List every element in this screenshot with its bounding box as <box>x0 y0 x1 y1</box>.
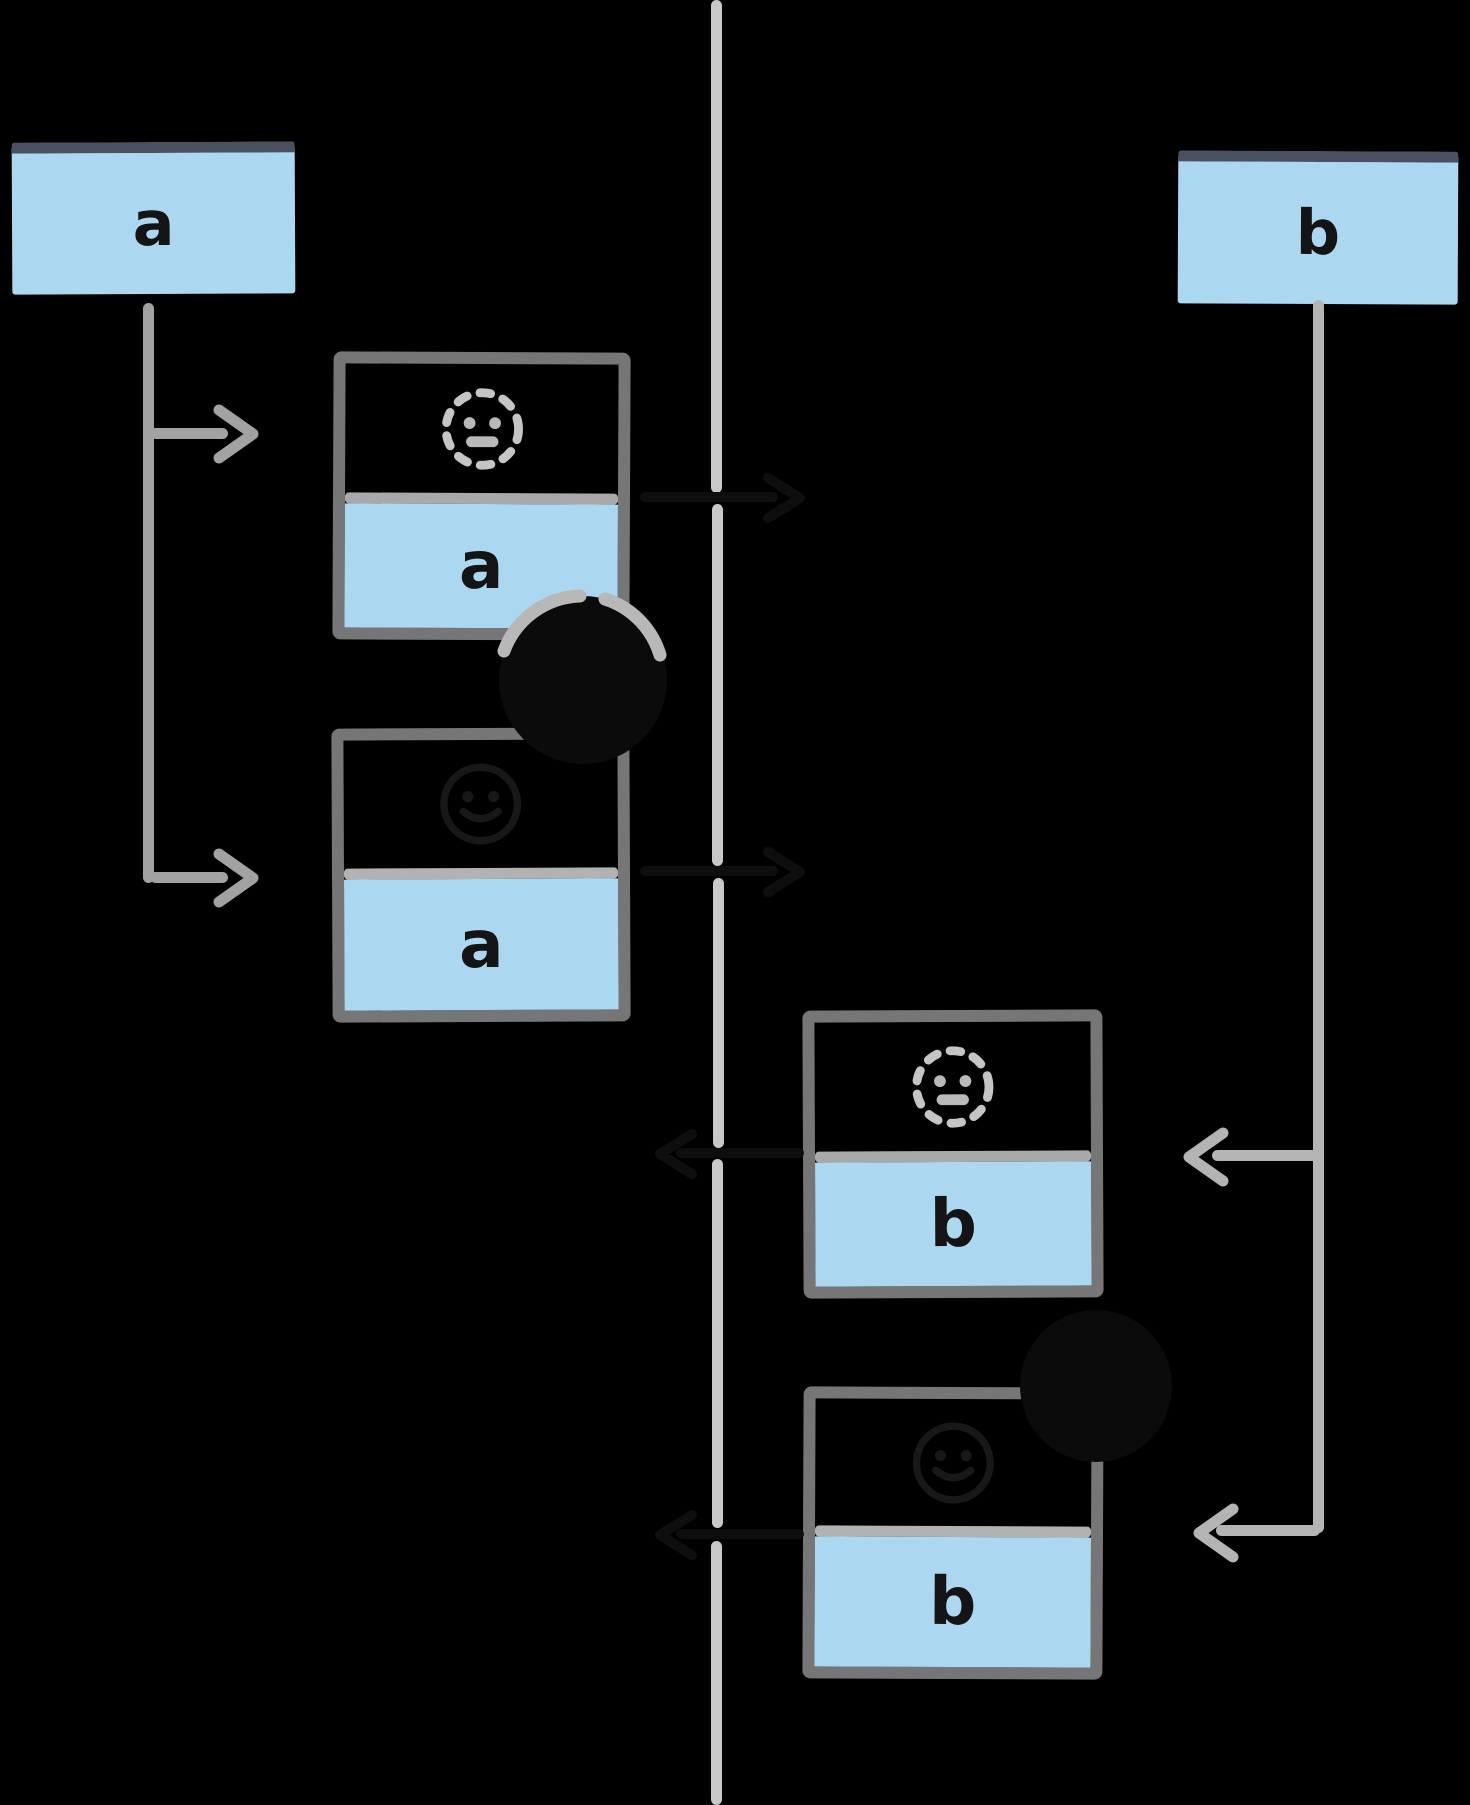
event-value: b <box>929 1184 978 1263</box>
dark-face-icon <box>440 763 522 845</box>
event-value: b <box>928 1562 977 1641</box>
server-timeline-segment <box>713 878 724 1148</box>
dark-face-icon <box>912 1422 994 1503</box>
event-value-area: b <box>815 1161 1092 1287</box>
event-status-area <box>343 739 618 868</box>
hidden-arrow-shaft <box>676 1529 804 1539</box>
server-timeline-segment <box>711 0 722 493</box>
arrow-left-icon <box>1183 1127 1229 1187</box>
burst-pop-icon <box>1020 1310 1172 1462</box>
hidden-arrow-left-icon <box>655 1129 697 1179</box>
event-box-left-2: a <box>331 727 631 1023</box>
connector-a-branch-2 <box>150 872 228 883</box>
event-box-left-1: a <box>332 351 631 641</box>
event-value: a <box>458 905 504 983</box>
connector-b-branch-2 <box>1216 1525 1320 1536</box>
event-value-area: a <box>344 878 619 1011</box>
hidden-arrow-right-icon <box>763 473 805 523</box>
event-status-area <box>814 1021 1091 1151</box>
event-box-right-2: b <box>802 1386 1104 1680</box>
hidden-arrow-left-icon <box>655 1510 697 1560</box>
arrow-left-icon <box>1193 1503 1239 1563</box>
hidden-arrow-shaft <box>640 866 778 876</box>
connector-a-vertical-line <box>143 303 154 883</box>
hidden-arrow-right-icon <box>763 847 805 897</box>
event-status-area <box>815 1398 1092 1526</box>
event-status-area <box>345 363 619 493</box>
event-box-right-1: b <box>802 1009 1104 1299</box>
server-timeline-segment <box>712 1159 723 1528</box>
arrow-right-icon <box>213 404 259 464</box>
hidden-arrow-shaft <box>676 1148 804 1158</box>
producer-a-label: a <box>132 186 175 260</box>
burst-pop-icon <box>497 589 667 764</box>
producer-b-box: b <box>1177 150 1459 305</box>
arrow-right-icon <box>213 848 259 908</box>
producer-a-header <box>0 0 265 132</box>
pending-dashed-face-icon <box>912 1045 994 1128</box>
connector-b-branch-1 <box>1212 1150 1320 1161</box>
producer-b-header <box>1178 0 1470 140</box>
connector-b-vertical-line <box>1313 300 1324 1533</box>
producer-a-box: a <box>11 141 296 295</box>
pending-dashed-face-icon <box>441 387 523 470</box>
event-value-area: b <box>814 1536 1091 1668</box>
connector-a-branch-1 <box>150 428 228 439</box>
server-timeline-segment <box>711 1541 722 1805</box>
server-timeline-segment <box>712 504 723 866</box>
hidden-arrow-shaft <box>640 492 778 502</box>
producer-b-label: b <box>1295 195 1341 270</box>
